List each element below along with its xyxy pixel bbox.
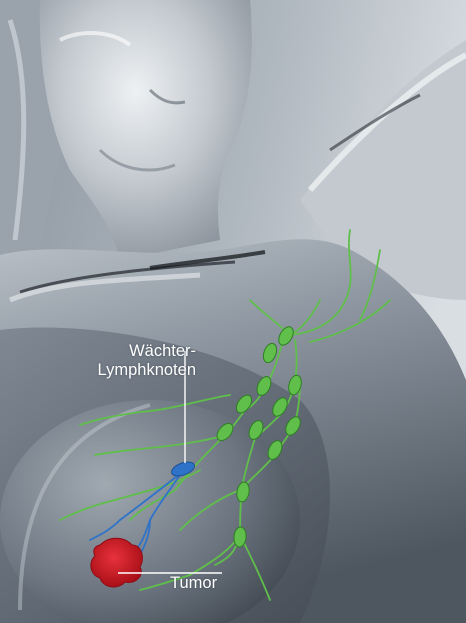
sentinel-label-line2: Lymphknoten bbox=[96, 361, 196, 380]
sentinel-label-line1: Wächter- bbox=[96, 342, 196, 361]
tumor-label: Tumor bbox=[170, 574, 217, 593]
sentinel-node-label: Wächter- Lymphknoten bbox=[96, 342, 196, 380]
